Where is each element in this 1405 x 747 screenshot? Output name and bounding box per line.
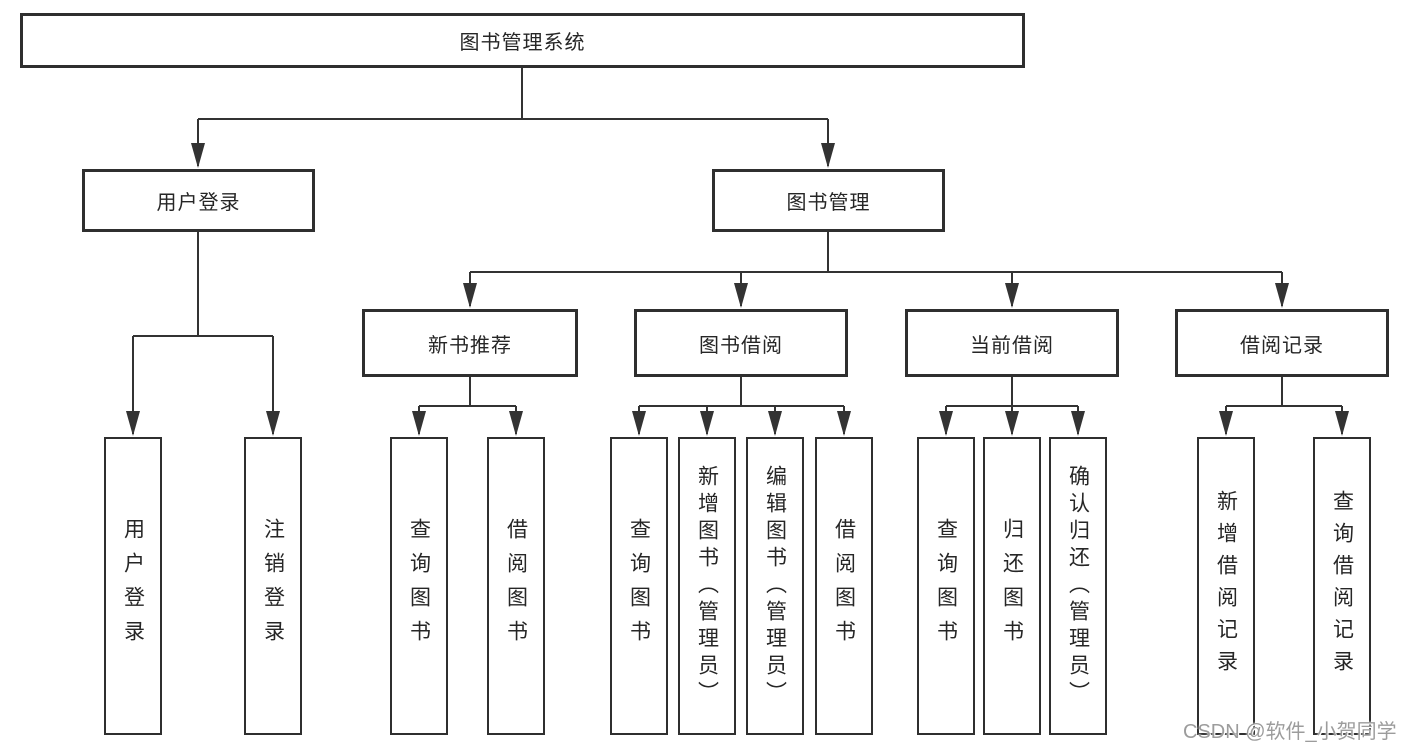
leaf-query-borrow-record-label: 查询借阅记录 (1330, 490, 1354, 682)
leaf-borrow-books-borrowing: 借阅图书 (815, 437, 873, 735)
connector-records-to-leaves (1225, 377, 1343, 434)
node-current-borrowing-label: 当前借阅 (970, 334, 1054, 357)
node-new-book-recommend-label: 新书推荐 (428, 334, 512, 357)
leaf-borrow-books-recommend: 借阅图书 (487, 437, 545, 735)
node-current-borrowing: 当前借阅 (905, 309, 1119, 377)
node-borrowing-records: 借阅记录 (1175, 309, 1389, 377)
node-new-book-recommend: 新书推荐 (362, 309, 578, 377)
node-book-borrowing-label: 图书借阅 (699, 334, 783, 357)
node-book-management-label: 图书管理 (786, 192, 871, 214)
connector-recommend-to-leaves (418, 377, 517, 434)
leaf-confirm-return-admin: 确认归还（管理员） (1049, 437, 1107, 735)
node-book-borrowing: 图书借阅 (634, 309, 848, 377)
leaf-add-book-admin: 新增图书（管理员） (678, 437, 736, 735)
connector-borrowing-to-leaves (638, 377, 845, 434)
node-book-management: 图书管理 (712, 169, 945, 232)
leaf-logout-login: 注销登录 (244, 437, 302, 735)
leaf-query-books-current-label: 查询图书 (934, 518, 958, 654)
node-user-login-label: 用户登录 (156, 192, 241, 214)
node-user-login: 用户登录 (82, 169, 315, 232)
leaf-query-books-recommend-label: 查询图书 (407, 518, 431, 654)
arrowheads (126, 143, 1349, 436)
connector-book-management-to-level2 (469, 232, 1283, 306)
leaf-query-books-borrowing: 查询图书 (610, 437, 668, 735)
leaf-query-books-recommend: 查询图书 (390, 437, 448, 735)
leaf-edit-book-admin: 编辑图书（管理员） (746, 437, 804, 735)
csdn-watermark: CSDN @软件_小贺同学 (1183, 721, 1397, 743)
leaf-query-books-current: 查询图书 (917, 437, 975, 735)
leaf-query-books-borrowing-label: 查询图书 (627, 518, 651, 654)
leaf-borrow-books-borrowing-label: 借阅图书 (832, 518, 856, 654)
node-root: 图书管理系统 (20, 13, 1025, 68)
node-borrowing-records-label: 借阅记录 (1240, 334, 1324, 357)
leaf-logout-login-label: 注销登录 (261, 518, 285, 654)
leaf-return-book-label: 归还图书 (1000, 518, 1024, 654)
leaf-return-book: 归还图书 (983, 437, 1041, 735)
leaf-edit-book-admin-label: 编辑图书（管理员） (763, 464, 787, 708)
leaf-borrow-books-recommend-label: 借阅图书 (504, 518, 528, 654)
leaf-confirm-return-admin-label: 确认归还（管理员） (1066, 464, 1090, 708)
leaf-add-borrow-record: 新增借阅记录 (1197, 437, 1255, 735)
node-root-label: 图书管理系统 (459, 32, 586, 54)
leaf-add-borrow-record-label: 新增借阅记录 (1214, 490, 1238, 682)
leaf-user-login-label: 用户登录 (121, 518, 145, 654)
leaf-add-book-admin-label: 新增图书（管理员） (695, 464, 719, 708)
connector-root-to-level1 (197, 68, 829, 166)
connector-user-login-to-leaves (132, 232, 274, 434)
leaf-query-borrow-record: 查询借阅记录 (1313, 437, 1371, 735)
leaf-user-login: 用户登录 (104, 437, 162, 735)
